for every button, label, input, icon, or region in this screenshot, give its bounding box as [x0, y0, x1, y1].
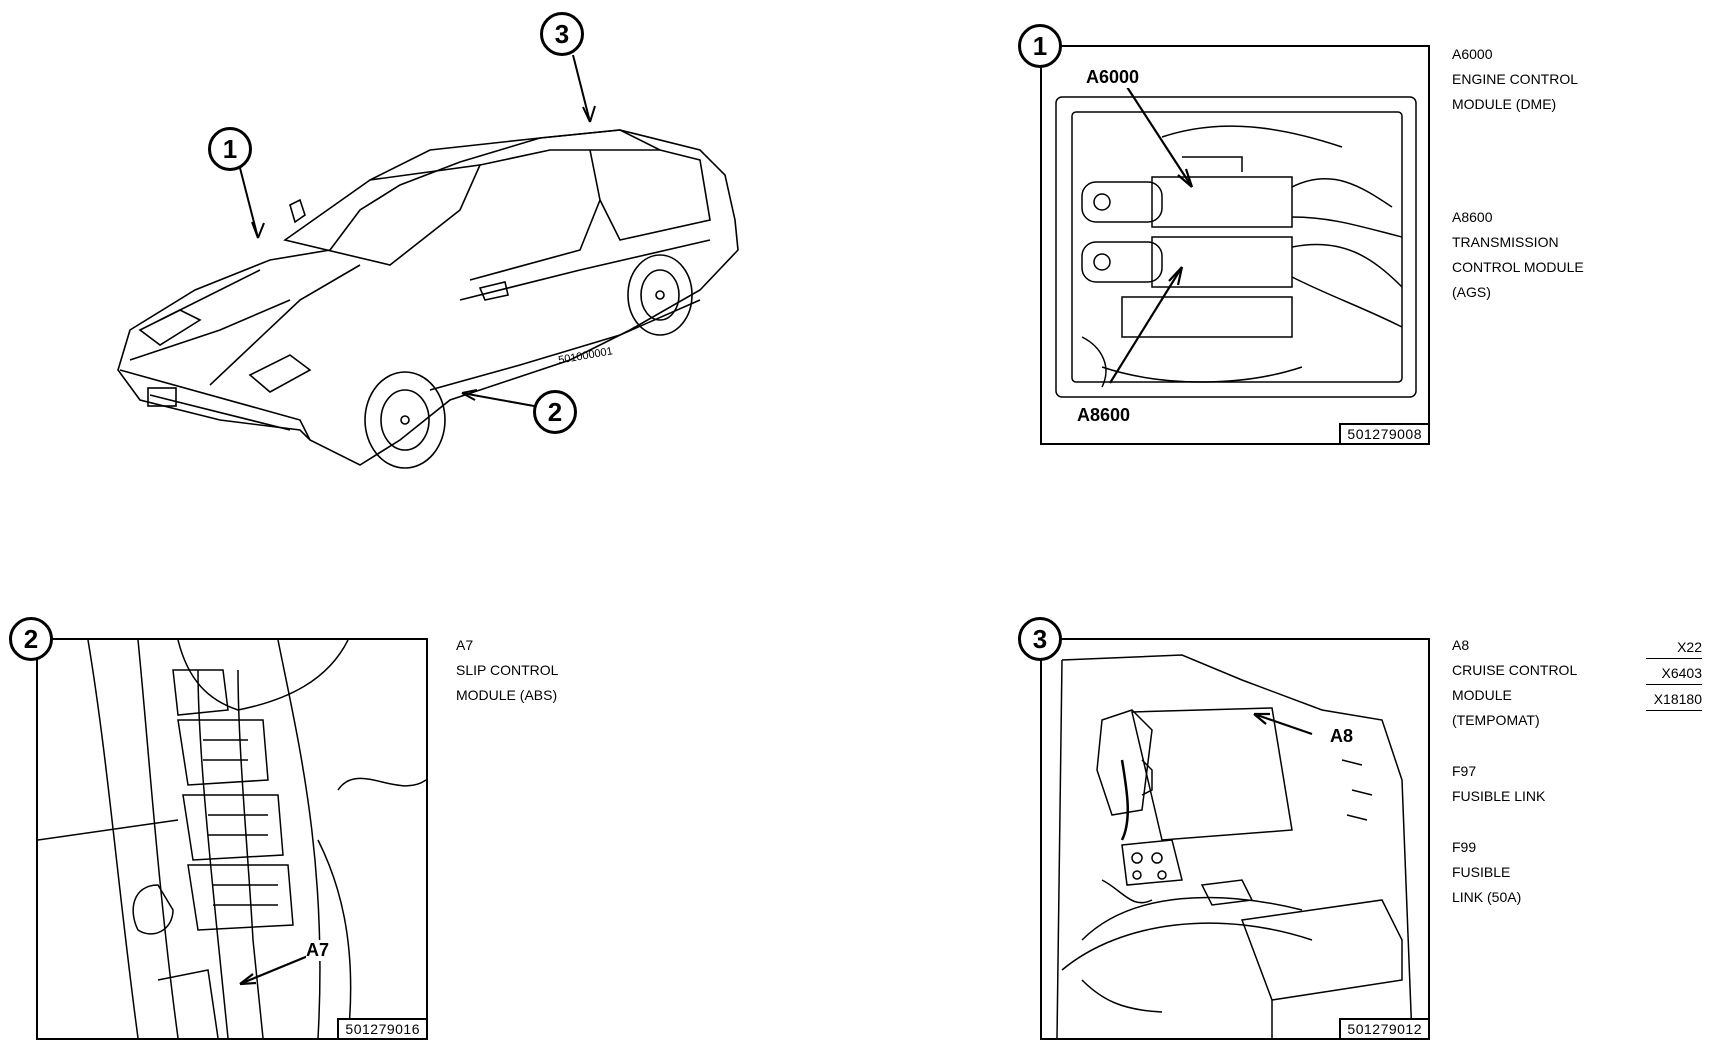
legend-text: SLIP CONTROL: [456, 662, 559, 678]
legend-text: CRUISE CONTROL: [1452, 662, 1578, 678]
car-overview: 1 3 2 501000001: [100, 0, 820, 520]
panel-1-drawing: [1055, 86, 1417, 398]
legend-text: FUSIBLE: [1452, 864, 1511, 880]
tag-a6000: A6000: [1086, 67, 1140, 88]
legend-code-f99: F99: [1452, 839, 1477, 855]
panel-1-figure-code: 501279008: [1339, 423, 1428, 443]
panel-2-callout: 2: [9, 617, 53, 661]
panel-1-callout: 1: [1018, 24, 1062, 68]
callout-3: 3: [540, 12, 584, 56]
legend-text: TRANSMISSION: [1452, 234, 1559, 250]
legend-text: CONTROL MODULE: [1452, 259, 1584, 275]
legend-code-a7: A7: [456, 637, 474, 653]
panel-2-figure-code: 501279016: [337, 1018, 426, 1038]
panel-3-callout: 3: [1018, 617, 1062, 661]
legend-text: ENGINE CONTROL: [1452, 71, 1579, 87]
panel-2-drawing: [38, 640, 426, 1038]
legend-text: MODULE (DME): [1452, 96, 1557, 112]
panel-3-legend: A8 CRUISE CONTROL MODULE (TEMPOMAT) F97 …: [1452, 633, 1577, 910]
legend-code-a6000: A6000: [1452, 46, 1493, 62]
legend-text: (AGS): [1452, 284, 1491, 300]
legend-text: FUSIBLE LINK: [1452, 788, 1546, 804]
legend-text: MODULE (ABS): [456, 687, 558, 703]
legend-text: (TEMPOMAT): [1452, 712, 1540, 728]
legend-text: MODULE: [1452, 687, 1512, 703]
tag-a8600: A8600: [1077, 405, 1131, 426]
panel-2-frame: A7 501279016: [36, 638, 428, 1040]
connector-list: X22 X6403 X18180: [1646, 637, 1702, 715]
panel-3-drawing: [1056, 654, 1413, 1038]
tag-a7: A7: [306, 940, 330, 961]
panel-1-legend: A6000 ENGINE CONTROL MODULE (DME) A8600 …: [1452, 42, 1584, 305]
panel-3-figure-code: 501279012: [1339, 1018, 1428, 1038]
legend-code-a8600: A8600: [1452, 209, 1493, 225]
callout-2: 2: [533, 390, 577, 434]
legend-code-a8: A8: [1452, 637, 1470, 653]
tag-a8: A8: [1330, 726, 1354, 747]
legend-code-f97: F97: [1452, 763, 1477, 779]
connector-x22: X22: [1646, 637, 1702, 659]
panel-3-frame: A8 501279012: [1040, 638, 1430, 1040]
panel-2-legend: A7 SLIP CONTROL MODULE (ABS): [456, 633, 558, 708]
callout-1: 1: [208, 127, 252, 171]
legend-text: LINK (50A): [1452, 889, 1522, 905]
car-drawing: [117, 54, 739, 469]
connector-x6403: X6403: [1646, 663, 1702, 685]
panel-1-frame: A6000 A8600 501279008: [1040, 45, 1430, 445]
connector-x18180: X18180: [1646, 689, 1702, 711]
